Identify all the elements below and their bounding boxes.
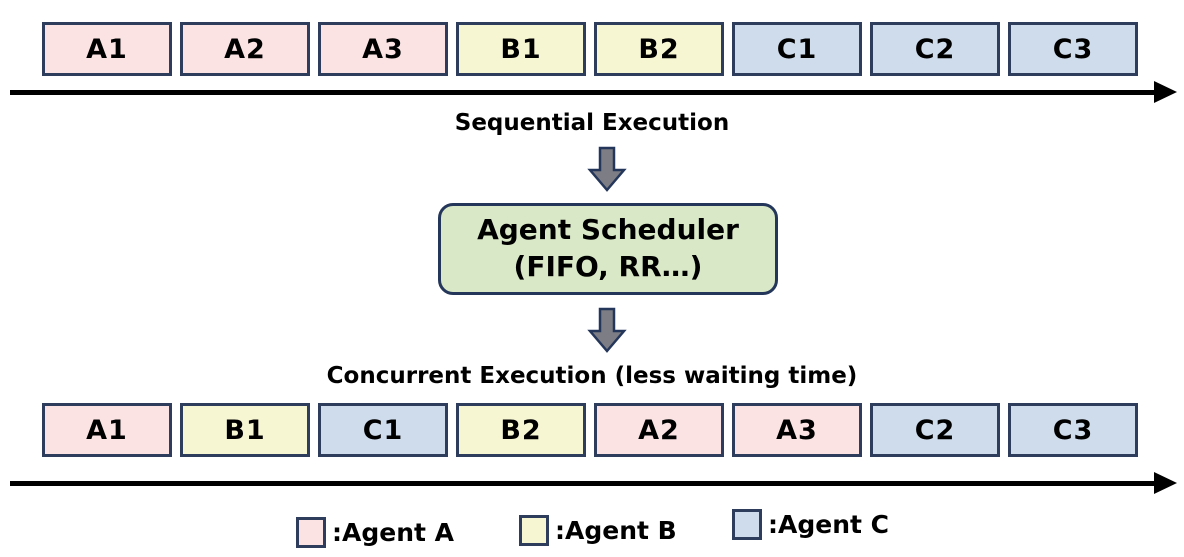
task-box-a3: A3 bbox=[732, 403, 862, 457]
concurrent-timeline-arrow bbox=[10, 481, 1156, 486]
sequential-timeline-arrow bbox=[10, 90, 1156, 95]
scheduler-policies: (FIFO, RR…) bbox=[513, 250, 703, 283]
legend-swatch-agent-b bbox=[519, 515, 549, 546]
task-box-b1: B1 bbox=[180, 403, 310, 457]
sequential-timeline-arrowhead-icon bbox=[1154, 81, 1177, 103]
task-box-a1: A1 bbox=[42, 22, 172, 76]
task-box-c3: C3 bbox=[1008, 403, 1138, 457]
concurrent-timeline-arrowhead-icon bbox=[1154, 472, 1177, 494]
task-box-c1: C1 bbox=[732, 22, 862, 76]
task-box-b2: B2 bbox=[456, 403, 586, 457]
task-box-b1: B1 bbox=[456, 22, 586, 76]
legend-item-agent-a: :Agent A bbox=[296, 517, 454, 548]
legend-item-agent-b: :Agent B bbox=[519, 515, 677, 546]
agent-scheduler-box: Agent Scheduler (FIFO, RR…) bbox=[438, 203, 778, 295]
task-box-c1: C1 bbox=[318, 403, 448, 457]
legend-swatch-agent-c bbox=[732, 509, 762, 540]
task-box-c2: C2 bbox=[870, 403, 1000, 457]
task-box-a3: A3 bbox=[318, 22, 448, 76]
legend-label: :Agent B bbox=[555, 516, 677, 545]
task-box-a2: A2 bbox=[594, 403, 724, 457]
sequential-execution-label: Sequential Execution bbox=[454, 110, 730, 136]
legend-item-agent-c: :Agent C bbox=[732, 509, 889, 540]
task-box-a1: A1 bbox=[42, 403, 172, 457]
task-box-b2: B2 bbox=[594, 22, 724, 76]
concurrent-execution-label: Concurrent Execution (less waiting time) bbox=[326, 363, 858, 389]
legend-swatch-agent-a bbox=[296, 517, 326, 548]
task-box-a2: A2 bbox=[180, 22, 310, 76]
down-arrow-icon bbox=[587, 146, 627, 192]
down-arrow-icon bbox=[587, 307, 627, 353]
scheduler-title: Agent Scheduler bbox=[477, 213, 739, 247]
legend-label: :Agent C bbox=[768, 510, 889, 539]
task-box-c3: C3 bbox=[1008, 22, 1138, 76]
legend-label: :Agent A bbox=[332, 518, 454, 547]
task-box-c2: C2 bbox=[870, 22, 1000, 76]
